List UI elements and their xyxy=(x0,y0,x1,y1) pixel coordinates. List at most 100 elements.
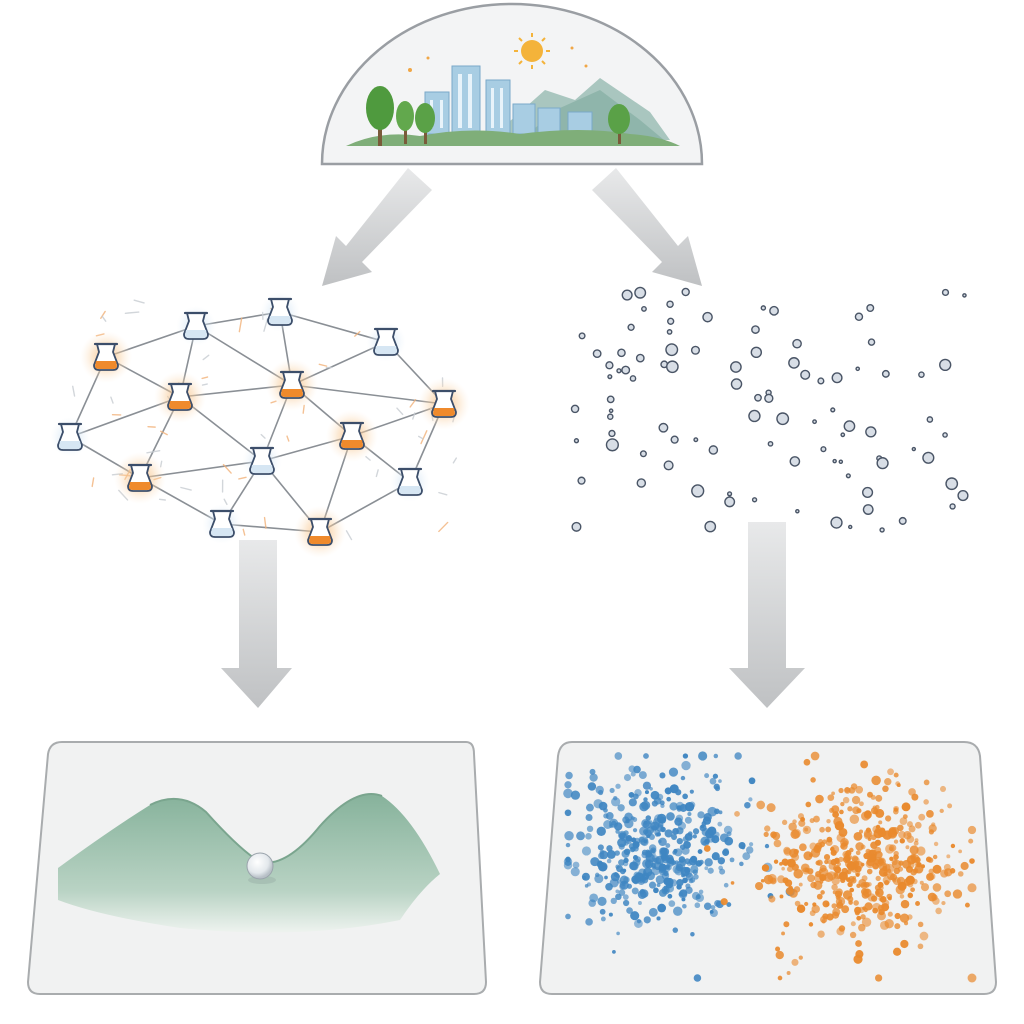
cluster-point-orange xyxy=(793,868,804,879)
cluster-point-blue xyxy=(610,897,617,905)
cluster-point-orange xyxy=(764,825,771,832)
cluster-point-orange xyxy=(888,846,894,852)
cluster-point-blue xyxy=(704,773,710,779)
cluster-point-blue xyxy=(669,802,678,811)
cluster-point-blue xyxy=(704,858,713,867)
cluster-point-orange xyxy=(835,888,843,896)
cluster-point-blue xyxy=(623,899,630,907)
cluster-point-orange xyxy=(911,793,919,801)
cluster-point-blue xyxy=(744,801,751,809)
cluster-point-orange xyxy=(844,854,851,862)
cluster-point-blue xyxy=(595,785,604,795)
cluster-point-orange xyxy=(815,794,824,804)
cluster-point-orange xyxy=(872,825,880,833)
cluster-point-blue xyxy=(674,817,683,826)
cluster-point-blue xyxy=(644,790,650,795)
cluster-point-orange xyxy=(847,896,854,903)
cluster-point-orange xyxy=(791,863,799,871)
motion-streak xyxy=(91,477,95,488)
cluster-point-orange xyxy=(958,849,963,854)
cluster-point-orange xyxy=(919,880,924,885)
cluster-point-blue xyxy=(654,857,662,865)
motion-streak xyxy=(263,516,267,529)
cluster-point-blue xyxy=(633,765,641,774)
cluster-point-blue xyxy=(589,768,596,775)
particle xyxy=(571,521,582,532)
cluster-point-blue xyxy=(656,824,664,832)
cluster-point-orange xyxy=(810,777,816,783)
cluster-point-blue xyxy=(629,861,638,871)
cluster-point-orange xyxy=(773,859,779,864)
beaker-node-icon xyxy=(294,506,346,558)
cluster-point-blue xyxy=(675,789,682,796)
particle xyxy=(812,419,818,425)
particle xyxy=(592,349,602,359)
cluster-point-blue xyxy=(672,827,679,835)
cluster-point-orange xyxy=(825,902,830,907)
cluster-point-orange xyxy=(817,930,825,938)
cluster-point-blue xyxy=(597,896,607,906)
cluster-point-orange xyxy=(908,825,916,833)
cluster-point-orange xyxy=(781,931,785,936)
cluster-point-orange xyxy=(779,894,784,899)
particle xyxy=(800,369,811,380)
cluster-point-blue xyxy=(688,801,696,808)
motion-streak xyxy=(100,310,106,319)
particle xyxy=(865,426,877,438)
cluster-point-orange xyxy=(846,869,852,875)
cluster-point-blue xyxy=(599,908,606,915)
cluster-point-orange xyxy=(866,868,873,875)
network-nodes xyxy=(50,292,470,558)
cluster-point-orange xyxy=(863,810,872,819)
cluster-point-orange xyxy=(964,902,970,908)
cluster-point-orange xyxy=(932,897,940,905)
cluster-point-blue xyxy=(734,752,742,760)
cluster-point-orange xyxy=(840,844,845,849)
cluster-point-orange xyxy=(877,858,883,865)
motion-streak xyxy=(160,430,168,436)
cluster-point-blue xyxy=(688,878,694,884)
particle xyxy=(866,304,875,312)
cluster-point-blue xyxy=(606,845,613,852)
beaker-node-icon xyxy=(114,452,166,504)
cluster-point-orange xyxy=(787,859,792,863)
cluster-point-orange xyxy=(916,846,926,856)
cluster-point-blue xyxy=(581,872,590,881)
cluster-point-blue xyxy=(689,789,694,794)
cluster-point-blue xyxy=(597,844,604,851)
cluster-point-orange xyxy=(870,895,878,902)
cluster-point-orange xyxy=(889,856,894,861)
beaker-node-icon xyxy=(390,462,430,502)
cluster-point-orange xyxy=(914,838,919,843)
cluster-point-blue xyxy=(713,753,719,759)
cluster-point-blue xyxy=(648,881,657,889)
cluster-point-blue xyxy=(664,829,673,838)
particle xyxy=(708,445,719,455)
motion-streak xyxy=(146,450,161,454)
cluster-point-orange xyxy=(810,751,820,761)
cluster-point-orange xyxy=(960,861,969,871)
particle xyxy=(760,305,767,311)
cluster-point-blue xyxy=(585,803,594,812)
cluster-point-orange xyxy=(849,847,854,853)
cluster-point-orange xyxy=(783,861,789,867)
particle xyxy=(898,516,907,525)
cluster-point-blue xyxy=(637,901,642,905)
cluster-point-orange xyxy=(782,877,789,884)
particle xyxy=(724,496,736,508)
sun-icon xyxy=(514,33,550,69)
beaker-node-icon xyxy=(202,504,242,544)
motion-streak xyxy=(133,299,145,304)
particle xyxy=(702,311,713,323)
beaker-node-icon xyxy=(260,292,300,332)
cluster-point-blue xyxy=(682,836,689,843)
particle xyxy=(939,358,952,372)
cluster-point-orange xyxy=(855,873,860,877)
arrow-left-diagonal xyxy=(322,168,432,286)
cluster-point-orange xyxy=(923,779,930,786)
particle xyxy=(730,361,742,373)
cluster-point-blue xyxy=(633,837,641,845)
cluster-point-blue xyxy=(614,752,623,760)
cluster-point-blue xyxy=(709,908,718,918)
cluster-point-blue xyxy=(690,865,699,874)
